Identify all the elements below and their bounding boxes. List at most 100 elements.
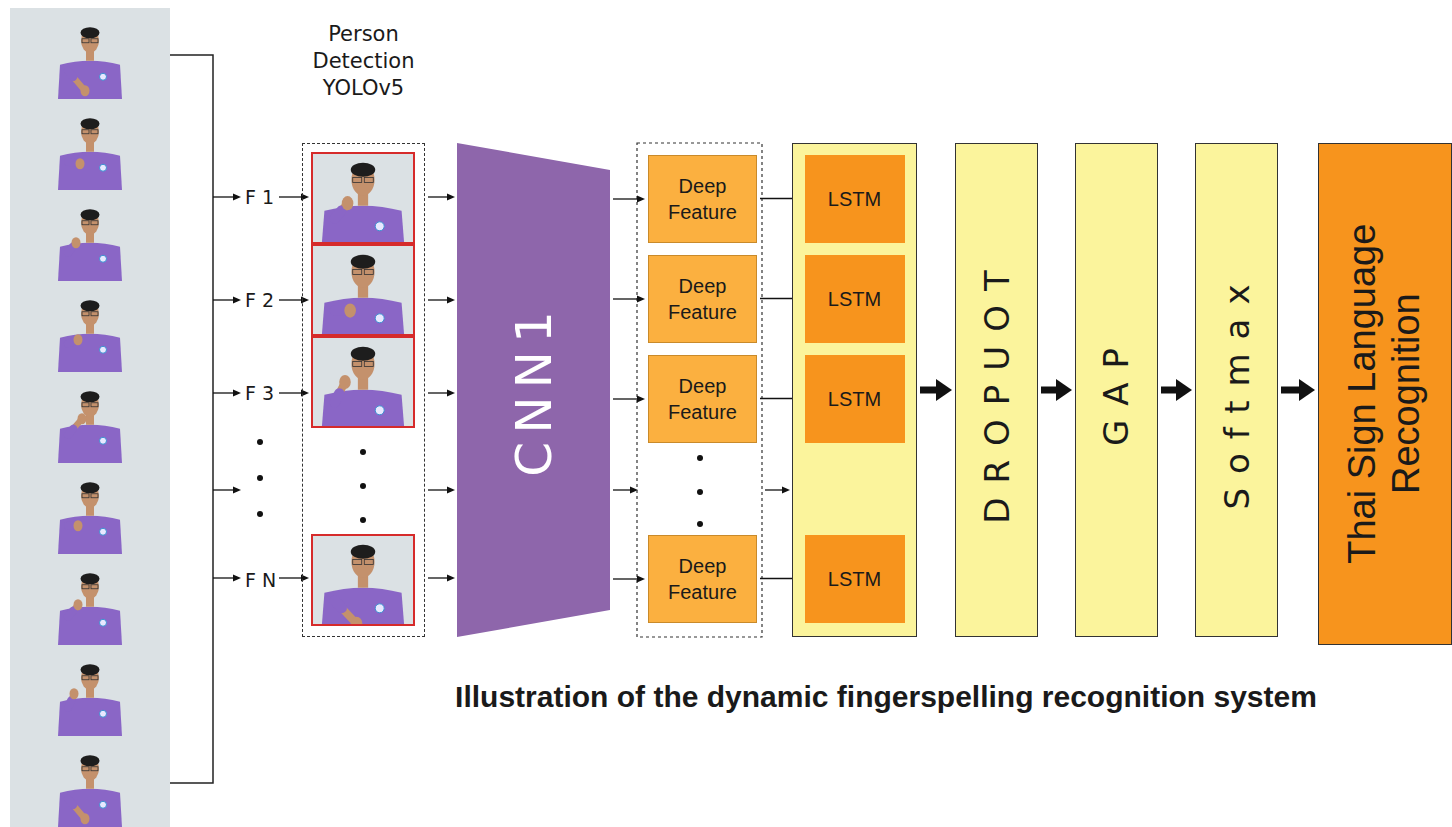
glasses [82,494,89,498]
hair [81,573,100,584]
connector-arrow [760,198,794,199]
sleeve [68,247,73,253]
frame-bracket [170,55,213,783]
box-label: Deep Feature [649,373,756,425]
shirt-logo [100,710,107,717]
frame-arrow [213,577,233,578]
shirt-logo [100,619,107,626]
frame-background [10,463,170,554]
video-frame [312,153,414,243]
frame-arrow [213,489,233,490]
glasses [91,676,98,680]
glasses [353,361,362,366]
box-label: LSTM [824,386,885,412]
frame-content [312,337,414,427]
ellipsis-dot [360,483,366,489]
shirt [322,298,404,335]
output-label: Thai Sign Language Recognition [1341,174,1428,614]
frame-content [10,645,170,736]
frame-content [312,535,414,625]
hair [351,255,375,269]
frame-arrow [428,392,447,393]
video-frame [10,736,170,827]
hair [81,664,100,675]
shirt [58,698,122,736]
hand [78,413,87,424]
hand [351,617,363,625]
dashed-group [637,143,762,637]
frame-background [10,8,170,99]
hand [344,304,356,318]
sleeve [68,429,73,435]
frame-background [10,645,170,736]
video-frame [10,281,170,372]
hand [81,85,90,96]
shirt [322,206,404,243]
sleeve [68,71,73,77]
trapezoid-fill [457,143,610,637]
shirt [58,425,122,463]
glasses [82,676,89,680]
frame-arrow [765,489,782,490]
frame-content [10,372,170,463]
sleeve [335,305,345,315]
frame-content [10,8,170,99]
shirt [58,516,122,554]
frame-arrow [279,196,301,197]
shirt-logo [375,406,384,415]
video-frame [10,372,170,463]
frame-content [10,463,170,554]
frame-arrow [213,392,233,393]
glasses [82,39,89,43]
hand [70,688,79,699]
hand [74,334,83,345]
ellipsis-dot [360,449,366,455]
cnn-trapezoid: CNN1 [457,143,610,637]
glasses [353,177,362,182]
frame-content [312,245,414,335]
frame-background [10,190,170,281]
box-label: LSTM [824,286,885,312]
frame-label: F 1 [245,185,274,209]
frame-content [10,554,170,645]
ellipsis-dot [697,455,703,461]
ellipsis-dot [697,521,703,527]
connector-arrow [613,398,637,399]
frame-background [10,99,170,190]
detection-frame [312,337,414,427]
shirt-logo [375,314,384,323]
glasses [82,221,89,225]
video-frame [312,535,414,631]
hair [81,755,100,766]
shirt-logo [100,73,107,80]
hand [339,375,351,389]
hair [81,482,100,493]
shirt [322,390,404,427]
detection-box: Person Detection YOLOv5 [302,143,425,637]
glasses [91,39,98,43]
sleeve [335,393,340,402]
frame-content [10,736,170,827]
lstm-box: LSTM [805,255,905,343]
shirt-logo [100,801,107,808]
frame-background [10,554,170,645]
frame-arrow [213,299,233,300]
frame-arrow [279,392,301,393]
box-label: LSTM [824,186,885,212]
video-frame [10,99,170,190]
frame-background [10,281,170,372]
video-frame [10,554,170,645]
ellipsis-dot [360,517,366,523]
connector-arrow [760,578,794,579]
shirt-logo [100,164,107,171]
frame-content [10,99,170,190]
detection-frame [312,153,414,243]
layer-name: Softmax [1217,270,1257,509]
glasses [82,585,89,589]
flow-arrow [1281,387,1299,394]
sleeve [68,700,71,707]
ellipsis-dot [257,439,263,445]
sleeve [68,799,73,805]
shirt [58,334,122,372]
detection-frame [312,245,414,335]
